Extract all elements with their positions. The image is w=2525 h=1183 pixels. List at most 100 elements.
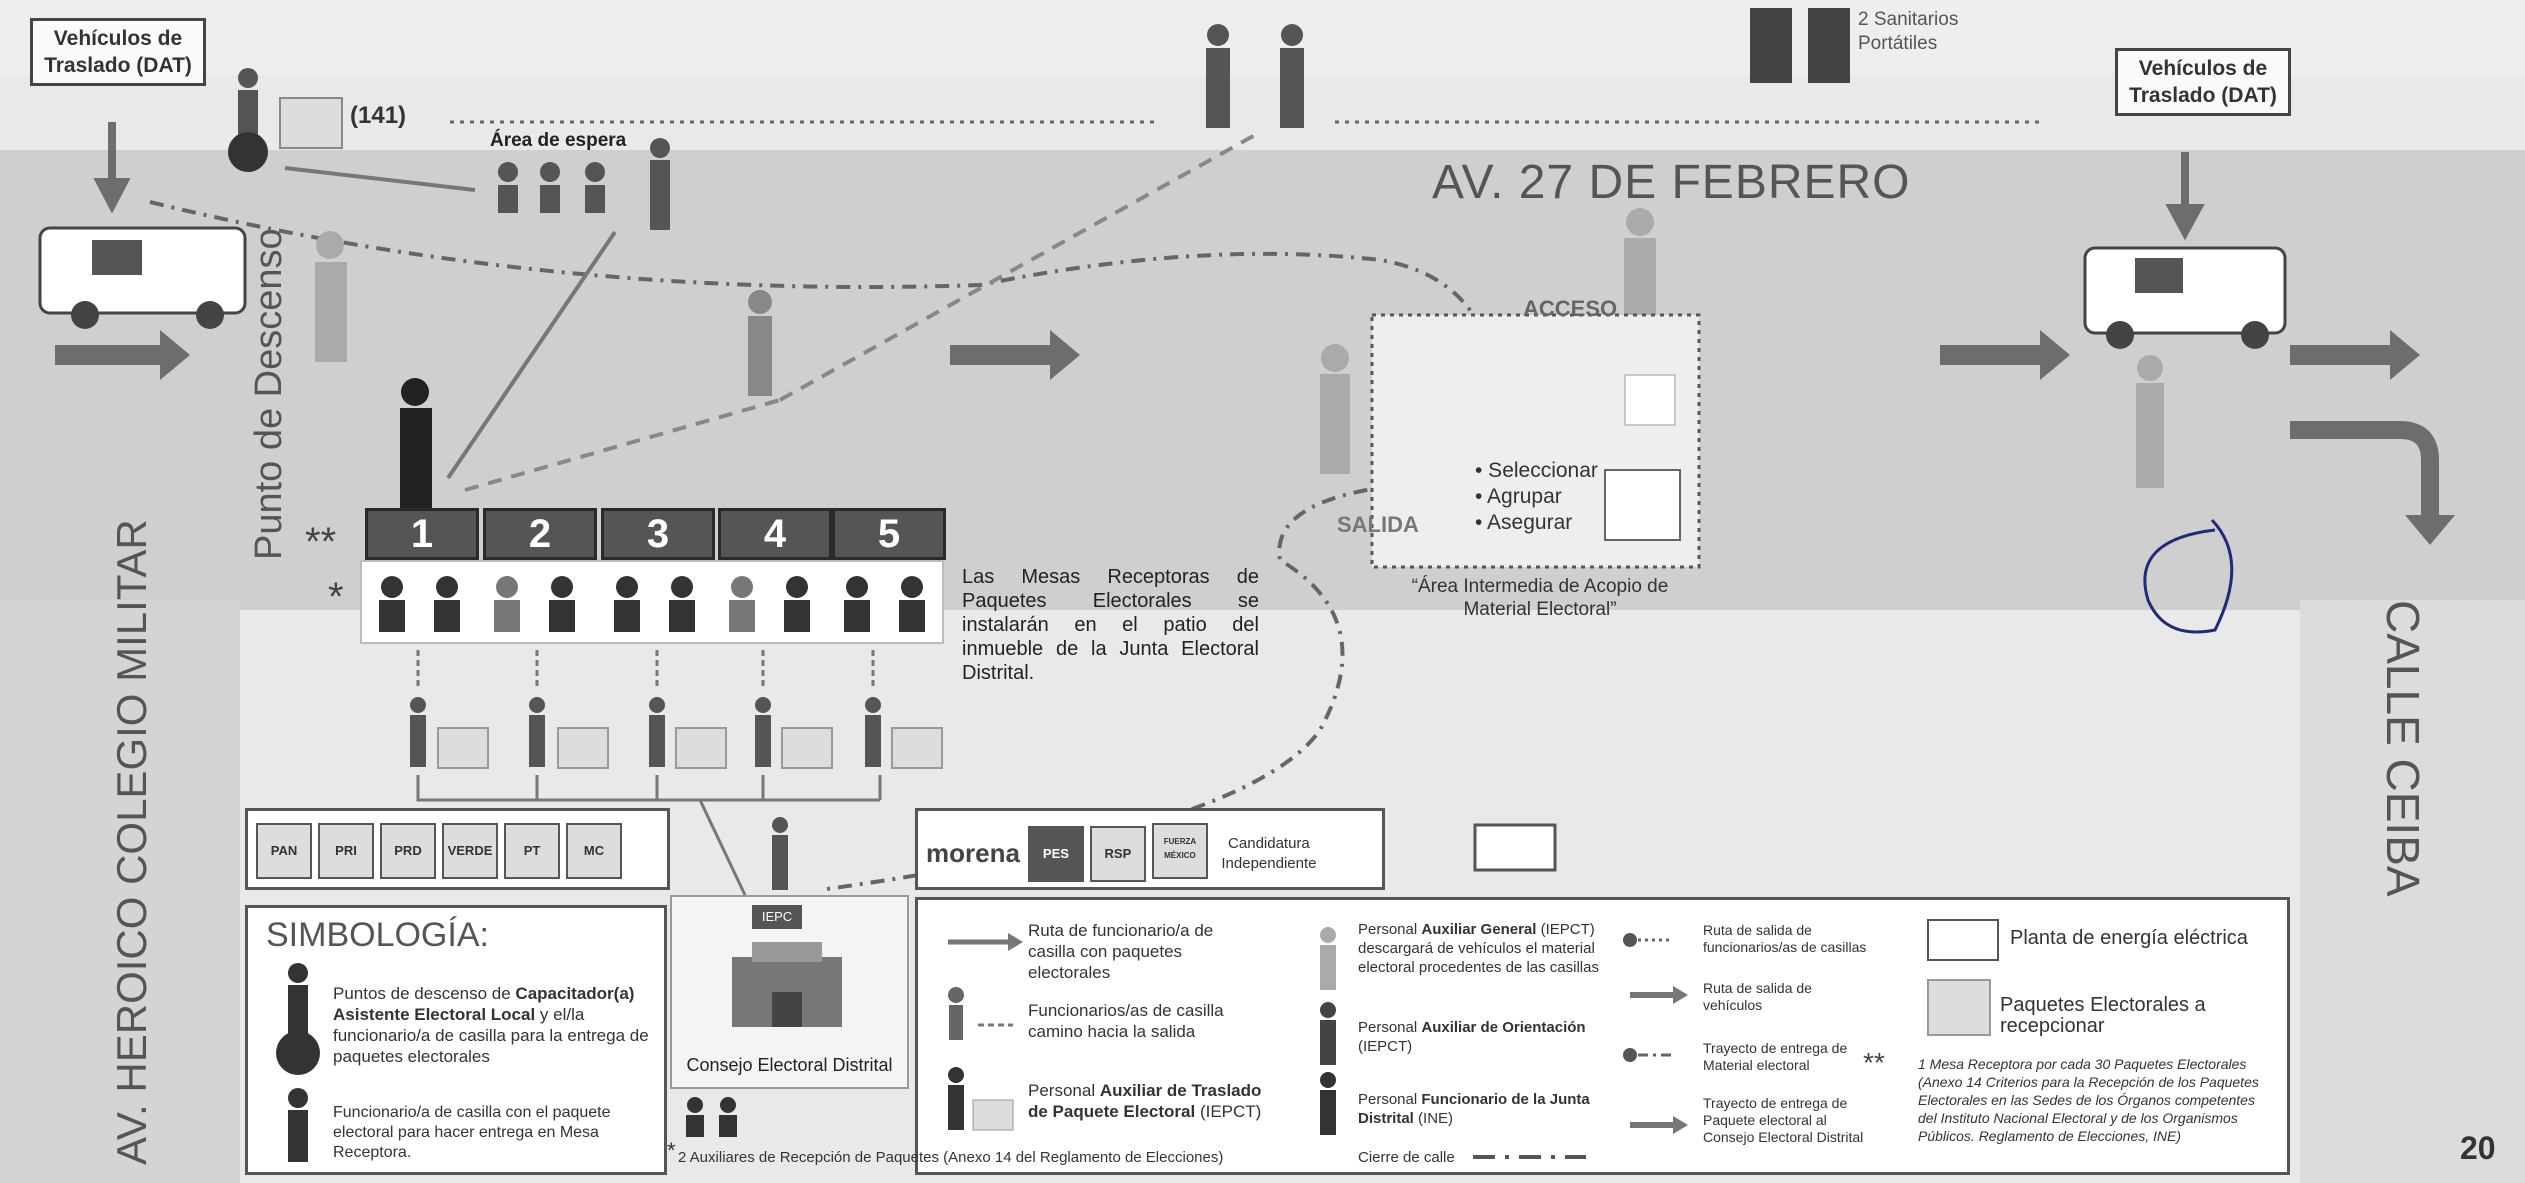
action-agrupar: • Agrupar bbox=[1475, 485, 1562, 508]
aux-traslado-pre: Personal bbox=[1028, 1081, 1100, 1100]
boxes-icon bbox=[1624, 374, 1676, 426]
legend-func-junta: Personal Funcionario de la Junta Distrit… bbox=[1358, 1090, 1608, 1128]
vehicle-label-right: Vehículos de Traslado (DAT) bbox=[2115, 48, 2291, 116]
mesa-marker-double: ** bbox=[305, 520, 337, 564]
sanitarios-label: 2 Sanitarios Portátiles bbox=[1858, 9, 1959, 54]
party-independiente: Candidatura Independiente bbox=[1221, 834, 1317, 872]
legend-note-marker: ** bbox=[1863, 1047, 1885, 1078]
area-intermedia-label: “Área Intermedia de Acopio de Material E… bbox=[1411, 576, 1669, 620]
arrow-down-left bbox=[93, 122, 131, 214]
legend-ruta-funcionario: Ruta de funcionario/a de casilla con paq… bbox=[1028, 921, 1214, 982]
aux-recepcion-note: 2 Auxiliares de Recepción de Paquetes (A… bbox=[678, 1149, 1224, 1166]
func-junta-pre: Personal bbox=[1358, 1091, 1422, 1108]
legend-symbols bbox=[948, 919, 1999, 1159]
mesa-marker-single: * bbox=[328, 575, 344, 619]
count-141: (141) bbox=[350, 102, 407, 129]
party-verde: VERDE bbox=[442, 823, 498, 879]
party-prd: PRD bbox=[380, 823, 436, 879]
aux-general-post: (IEPCT) descargará de vehículos el mater… bbox=[1358, 921, 1599, 976]
consejo-label: Consejo Electoral Distrital bbox=[686, 1055, 893, 1075]
legend-ruta-salida-veh: Ruta de salida de vehículos bbox=[1703, 980, 1812, 1013]
mesa-4: 4 bbox=[718, 508, 832, 560]
aux-general-bold: Auxiliar General bbox=[1421, 921, 1537, 938]
item1-post: y el/la funcionario/a de casilla para la… bbox=[333, 1005, 649, 1066]
mesa-1: 1 bbox=[365, 508, 479, 560]
legend-planta: Planta de energía eléctrica bbox=[2010, 927, 2248, 949]
func-junta-bold: Funcionario de la Junta Distrital bbox=[1358, 1091, 1590, 1127]
simbologia-title: SIMBOLOGÍA: bbox=[266, 916, 489, 954]
mesa-packages bbox=[410, 650, 943, 896]
route-solid-top bbox=[284, 166, 476, 192]
party-morena: morena bbox=[926, 838, 1020, 869]
consejo-badge: IEPC bbox=[752, 905, 802, 929]
aux-orient-post: (IEPCT) bbox=[1358, 1038, 1413, 1055]
legend-box: Ruta de funcionario/a de casilla con paq… bbox=[915, 897, 2290, 1175]
van-icon-right bbox=[2083, 246, 2287, 349]
party-fxm: FUERZA MÉXICO bbox=[1151, 823, 1208, 879]
mesa-2: 2 bbox=[483, 508, 597, 560]
person-icons bbox=[228, 24, 2164, 890]
page-number: 20 bbox=[2460, 1130, 2496, 1166]
party-rsp: RSP bbox=[1089, 826, 1146, 882]
traffic-arrows bbox=[55, 330, 2455, 545]
road-av-heroico bbox=[0, 600, 240, 1183]
action-seleccionar: • Seleccionar bbox=[1475, 459, 1598, 482]
simbologia-item-2: Funcionario/a de casilla con el paquete … bbox=[333, 1104, 611, 1161]
ballot-box-icon bbox=[1604, 469, 1681, 541]
auxiliares-row bbox=[360, 560, 944, 644]
legend-aux-orientacion: Personal Auxiliar de Orientación (IEPCT) bbox=[1358, 1018, 1608, 1056]
aux-traslado-bold: Auxiliar de Traslado de Paquete Electora… bbox=[1028, 1081, 1262, 1121]
legend-aux-general: Personal Auxiliar General (IEPCT) descar… bbox=[1358, 920, 1618, 977]
party-pt: PT bbox=[504, 823, 560, 879]
mesas-note: Las Mesas Receptoras de Paquetes Elector… bbox=[962, 566, 1259, 684]
simbologia-item-1: Puntos de descenso de Capacitador(a) Asi… bbox=[333, 983, 655, 1067]
sidewalk-top bbox=[0, 0, 2525, 75]
salida-label: SALIDA bbox=[1337, 512, 1419, 537]
acceso-label: ACCESO bbox=[1523, 296, 1618, 321]
aux-recepcion-icons bbox=[686, 1097, 737, 1137]
road-calle-ceiba bbox=[2300, 600, 2525, 1183]
legend-cierre: Cierre de calle bbox=[1358, 1149, 1455, 1166]
auxiliares-icons bbox=[379, 576, 925, 632]
route-dashdot-main bbox=[149, 200, 1502, 421]
party-pri: PRI bbox=[318, 823, 374, 879]
area-intermedia-box bbox=[1370, 313, 1701, 569]
route-solid-area bbox=[446, 230, 617, 480]
consejo-box: IEPC Consejo Electoral Distrital bbox=[670, 895, 909, 1089]
aux-recepcion-marker: * bbox=[667, 1138, 676, 1163]
route-dashed-walkers bbox=[464, 133, 1256, 492]
vehicle-label-left: Vehículos de Traslado (DAT) bbox=[30, 18, 206, 86]
avenue-top-label: AV. 27 DE FEBRERO bbox=[1432, 156, 1911, 209]
generator-icon bbox=[1473, 823, 1557, 872]
legend-ruta-salida-func: Ruta de salida de funcionarios/as de cas… bbox=[1703, 922, 1867, 955]
mesa-3: 3 bbox=[601, 508, 715, 560]
item1-pre: Puntos de descenso de bbox=[333, 984, 516, 1003]
chair-icons bbox=[498, 162, 605, 213]
area-actions: • Seleccionar • Agrupar • Asegurar bbox=[1475, 458, 1598, 536]
toilet-icon-2 bbox=[1808, 8, 1850, 83]
package-icon-top bbox=[279, 97, 343, 149]
toilet-icon-1 bbox=[1750, 8, 1792, 83]
arrow-down-right bbox=[2165, 152, 2205, 241]
simbologia-box: SIMBOLOGÍA: Puntos de descenso de Capaci… bbox=[245, 905, 667, 1175]
simbologia-icons bbox=[276, 963, 320, 1162]
aux-traslado-post: (IEPCT) bbox=[1195, 1102, 1262, 1121]
party-mc: MC bbox=[566, 823, 622, 879]
area-espera-label: Área de espera bbox=[490, 130, 627, 151]
party-pes: PES bbox=[1027, 826, 1084, 882]
func-junta-post: (INE) bbox=[1413, 1110, 1454, 1127]
aux-general-pre: Personal bbox=[1358, 921, 1422, 938]
legend-trayecto-paquete: Trayecto de entrega de Paquete electoral… bbox=[1703, 1095, 1864, 1145]
handwritten-mark bbox=[2143, 518, 2234, 634]
mesa-5: 5 bbox=[832, 508, 946, 560]
legend-trayecto-material: Trayecto de entrega de Material electora… bbox=[1703, 1040, 1848, 1073]
party-pan: PAN bbox=[256, 823, 312, 879]
action-asegurar: • Asegurar bbox=[1475, 511, 1573, 534]
aux-orient-bold: Auxiliar de Orientación bbox=[1421, 1019, 1586, 1036]
item1-bold: Capacitador(a) Asistente Electoral Local bbox=[333, 984, 635, 1024]
legend-note-text: 1 Mesa Receptora por cada 30 Paquetes El… bbox=[1918, 1056, 2259, 1144]
aux-orient-pre: Personal bbox=[1358, 1019, 1422, 1036]
